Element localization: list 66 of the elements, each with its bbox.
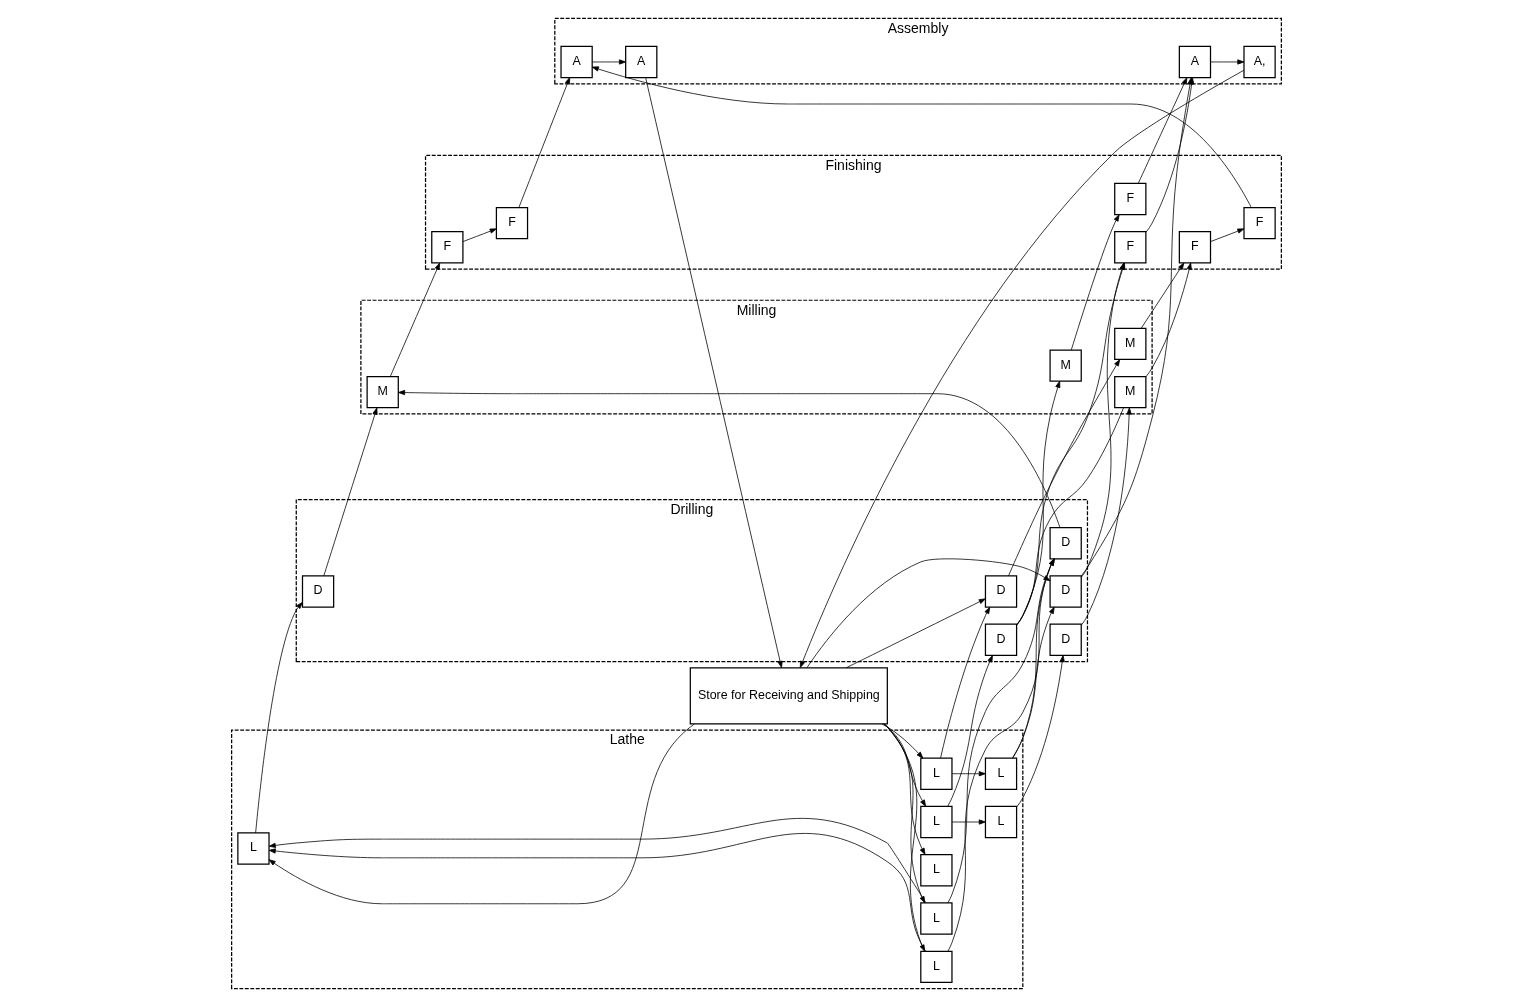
- arrow: [845, 597, 986, 668]
- arrow: [518, 76, 571, 208]
- arrow: [1140, 262, 1185, 328]
- node-box: A,: [1243, 45, 1276, 78]
- arrow: [883, 723, 926, 855]
- arrow: [1145, 262, 1192, 377]
- node-box: D: [984, 574, 1018, 608]
- node-box: L: [984, 757, 1018, 790]
- arrow: [398, 389, 1061, 528]
- arrow: [1008, 358, 1121, 576]
- node-box: M: [1114, 327, 1147, 360]
- node-box: A: [1178, 45, 1212, 78]
- node-box: L: [920, 901, 953, 935]
- node-box: D: [301, 574, 335, 608]
- arrow: [1070, 213, 1120, 350]
- node-box: Store for Receiving and Shipping: [689, 666, 888, 724]
- node-box: L: [920, 757, 953, 790]
- arrow: [1210, 227, 1245, 242]
- arrow: [951, 818, 986, 825]
- connector: [1016, 407, 1124, 625]
- arrow: [1210, 58, 1245, 64]
- node-box: L: [920, 853, 953, 886]
- arrow: [1012, 558, 1055, 758]
- arrow: [1016, 654, 1065, 807]
- arrow: [884, 723, 926, 952]
- arrow: [1137, 76, 1188, 184]
- arrow: [268, 723, 695, 904]
- node-box: L: [984, 805, 1018, 838]
- arrow: [268, 832, 926, 952]
- node-box: D: [1049, 526, 1082, 559]
- node-box: A: [625, 45, 658, 78]
- arrow: [591, 58, 626, 64]
- arrow: [951, 770, 986, 776]
- node-box: M: [1049, 348, 1082, 382]
- node-box: D: [1049, 623, 1082, 656]
- node-box: D: [984, 623, 1018, 656]
- node-box: F: [1114, 230, 1147, 263]
- arrow: [947, 654, 993, 807]
- arrow: [591, 66, 1252, 208]
- node-box: F: [1114, 182, 1147, 215]
- arrow: [462, 227, 497, 242]
- node-box: M: [366, 375, 399, 408]
- arrow: [1080, 407, 1132, 625]
- node-box: F: [1178, 230, 1212, 263]
- arrow: [1012, 606, 1055, 758]
- arrow: [799, 69, 1245, 668]
- arrow: [255, 601, 303, 833]
- arrow: [881, 723, 924, 758]
- node-box: F: [431, 230, 464, 263]
- node-box: D: [1049, 574, 1082, 608]
- arrow: [389, 262, 441, 377]
- node-box: L: [237, 831, 270, 865]
- node-box: F: [1243, 206, 1276, 239]
- arrow: [806, 557, 1051, 668]
- node-box: A: [560, 45, 593, 78]
- node-box: L: [920, 805, 953, 838]
- arrow: [940, 606, 991, 758]
- node-box: L: [920, 950, 953, 983]
- arrow: [1016, 380, 1061, 626]
- node-box: M: [1114, 375, 1147, 408]
- arrow: [323, 407, 378, 576]
- node-box: F: [495, 206, 529, 239]
- arrow: [645, 76, 783, 668]
- arrow: [268, 817, 927, 903]
- arrow: [883, 723, 927, 807]
- arrow: [884, 723, 926, 903]
